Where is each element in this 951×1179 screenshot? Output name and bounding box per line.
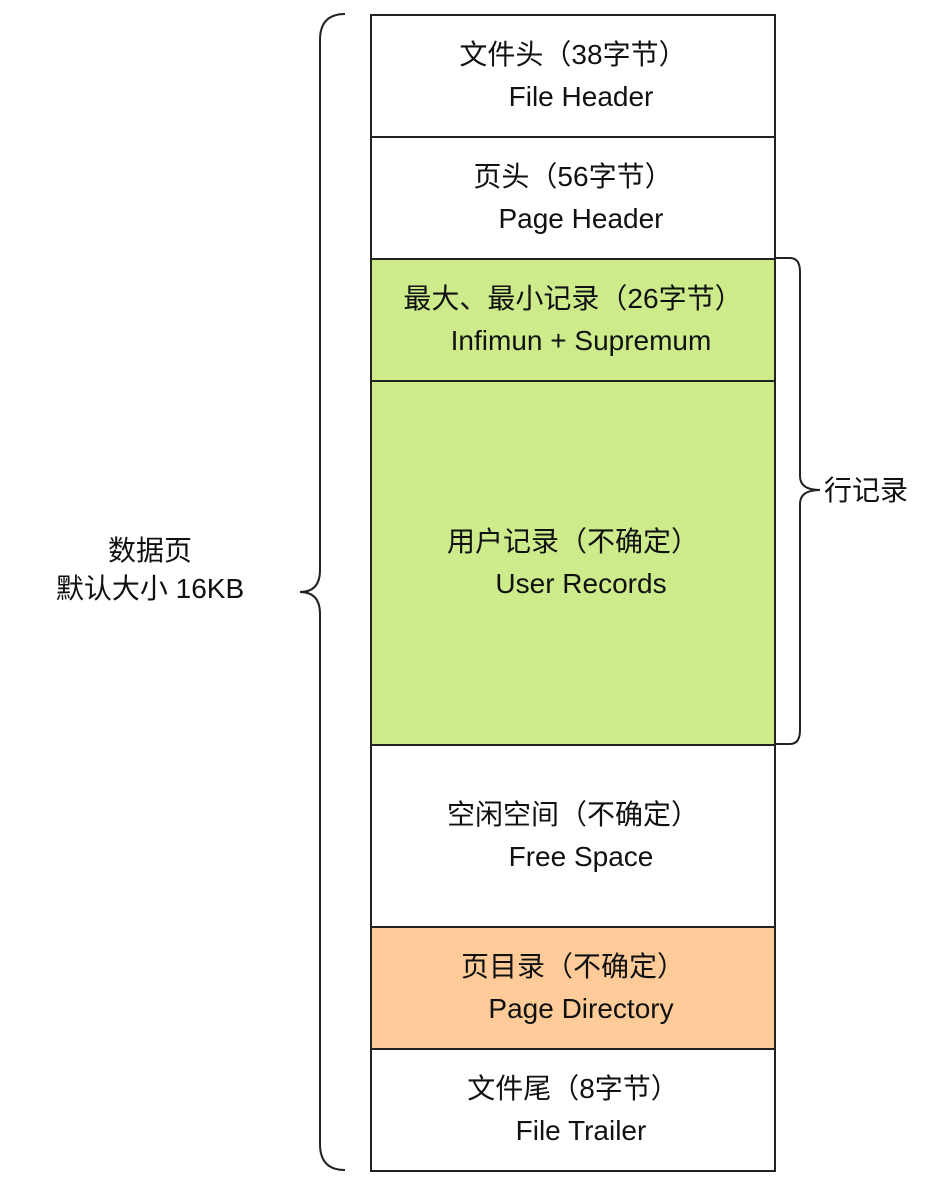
section-cn: 用户记录（不确定） [446, 526, 699, 557]
page-label-line1: 数据页 [107, 535, 192, 566]
section-cn: 文件头（38字节） [459, 39, 687, 70]
section-cn: 页目录（不确定） [460, 951, 685, 982]
section-en: Free Space [508, 841, 654, 872]
section-en: File Header [508, 81, 654, 112]
page-label-line2: 默认大小 16KB [55, 573, 245, 604]
section-en: Page Directory [488, 993, 674, 1024]
section-cn: 最大、最小记录（26字节） [403, 283, 743, 314]
page-brace [299, 13, 346, 1171]
section-cn: 文件尾（8字节） [467, 1073, 679, 1104]
section-file-header: 文件头（38字节） File Header [370, 14, 776, 138]
section-en: Page Header [498, 203, 664, 234]
section-en: User Records [495, 568, 667, 599]
row-records-label: 行记录 [824, 475, 909, 506]
section-en: File Trailer [515, 1115, 647, 1146]
section-infimum-supremum: 最大、最小记录（26字节） Infimun + Supremum [370, 258, 776, 382]
page-size-label: 数据页 默认大小 16KB [20, 532, 280, 608]
section-file-trailer: 文件尾（8字节） File Trailer [370, 1048, 776, 1172]
section-en: Infimun + Supremum [450, 325, 712, 356]
section-page-header: 页头（56字节） Page Header [370, 136, 776, 260]
section-page-directory: 页目录（不确定） Page Directory [370, 926, 776, 1050]
section-cn: 页头（56字节） [473, 161, 673, 192]
section-free-space: 空闲空间（不确定） Free Space [370, 744, 776, 928]
section-cn: 空闲空间（不确定） [446, 799, 699, 830]
row-records-brace [776, 257, 821, 745]
section-user-records: 用户记录（不确定） User Records [370, 380, 776, 746]
